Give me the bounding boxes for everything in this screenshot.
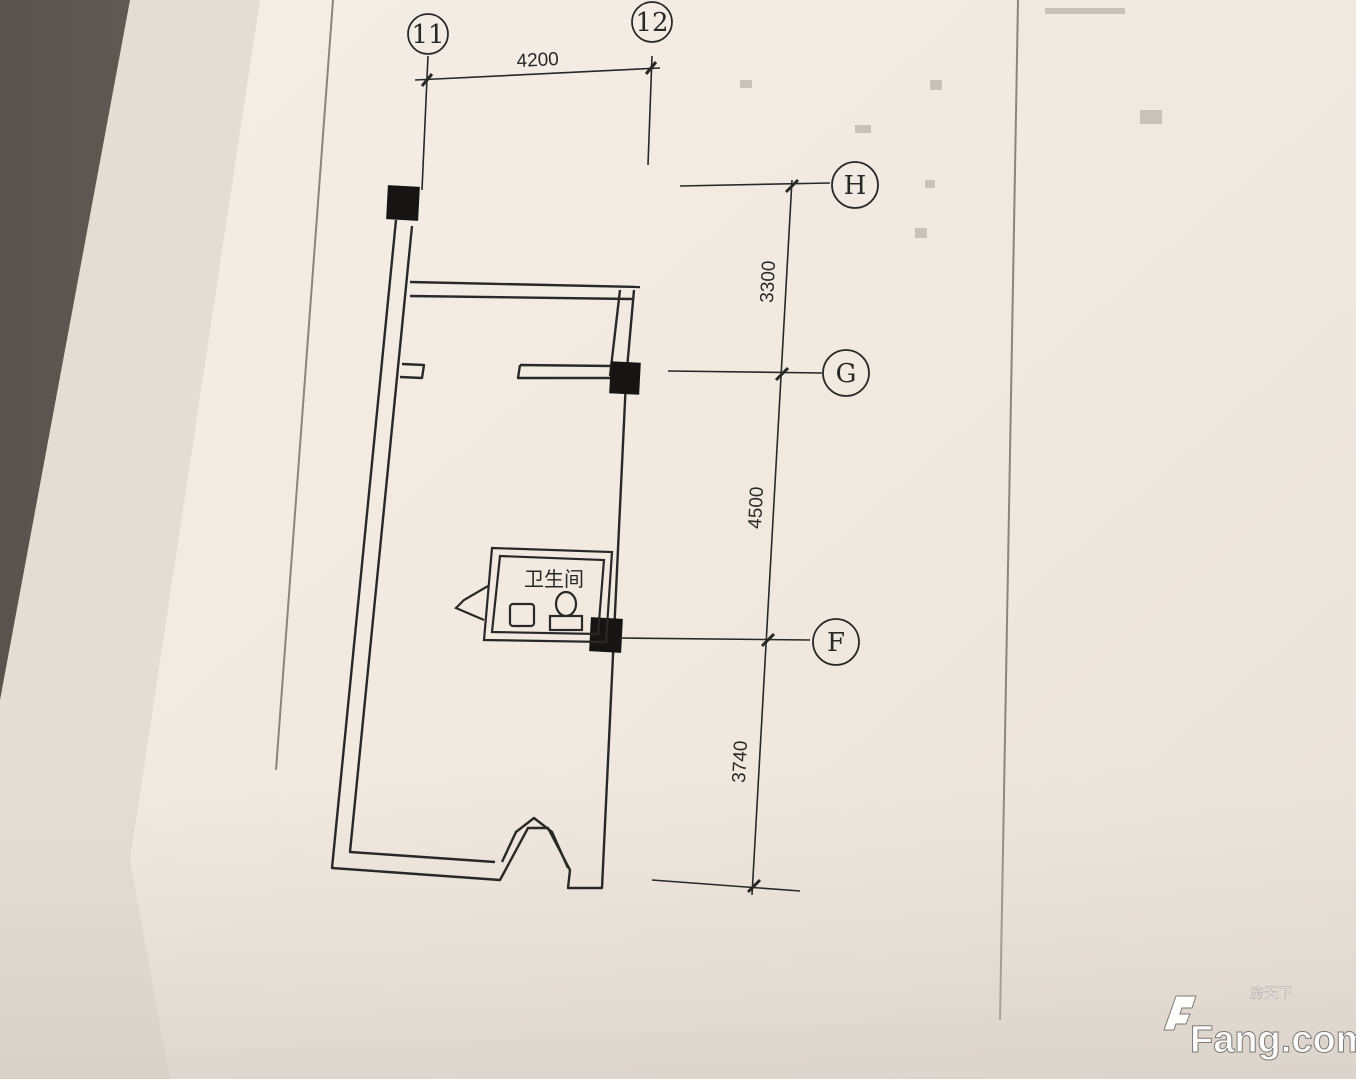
dimension-ticks xyxy=(420,61,800,894)
page-border-left xyxy=(275,0,334,771)
axis-line-bottom xyxy=(651,879,801,892)
faint-marks xyxy=(740,8,1162,238)
dim-line-top xyxy=(414,67,661,81)
axis-bubble-h: H xyxy=(831,161,879,209)
door-arc xyxy=(500,816,570,869)
dim-h-g: 3300 xyxy=(757,260,780,303)
bathroom xyxy=(454,546,614,644)
washbasin xyxy=(508,602,536,628)
axis-line-h xyxy=(679,182,831,187)
svg-text:Fang.com: Fang.com xyxy=(1190,1019,1356,1061)
svg-text:房天下: 房天下 xyxy=(1250,986,1292,1002)
watermark-logo-icon xyxy=(1163,995,1197,1031)
axis-line-f xyxy=(621,637,811,641)
axis-bubble-11: 11 xyxy=(407,13,449,55)
watermark: 房天下 Fang.com xyxy=(1163,986,1356,1062)
dim-width: 4200 xyxy=(516,49,559,72)
bathroom-label: 卫生间 xyxy=(524,567,584,591)
balcony-rail xyxy=(409,280,641,289)
toilet-bowl xyxy=(554,590,578,618)
axis-line-12 xyxy=(647,55,653,166)
column-top-left xyxy=(386,185,420,221)
svg-text:F: F xyxy=(827,628,845,658)
axis-bubble-g: G xyxy=(822,349,870,397)
axis-line-g xyxy=(667,370,823,374)
column-right-g xyxy=(609,361,641,395)
axis-bubble-f: F xyxy=(812,618,860,666)
dim-line-right xyxy=(751,179,793,896)
dim-g-f: 4500 xyxy=(745,486,768,529)
grid-lines xyxy=(414,55,831,896)
svg-text:11: 11 xyxy=(411,20,444,50)
walls xyxy=(330,219,641,890)
stub-wall-left xyxy=(399,362,426,380)
svg-text:G: G xyxy=(836,359,857,389)
axis-bubble-12: 12 xyxy=(631,1,673,43)
bathroom-door xyxy=(454,585,489,622)
inner-wall xyxy=(348,225,496,864)
dim-f-bottom: 3740 xyxy=(729,740,752,783)
svg-text:12: 12 xyxy=(635,8,668,38)
lower-shadow xyxy=(0,770,1356,1079)
svg-text:H: H xyxy=(844,171,867,201)
